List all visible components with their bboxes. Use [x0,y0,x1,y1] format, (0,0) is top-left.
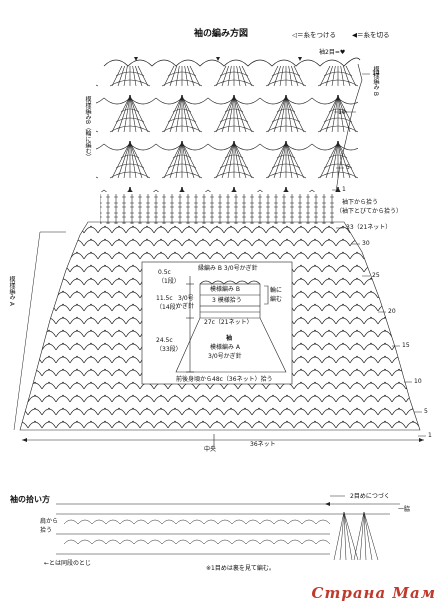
inset-dim-b: 11.5c [156,295,173,302]
inset-round-1: 輪に [270,287,283,294]
row-5-top: 5 [346,164,350,171]
pickup-bottom-note: ←とは同段のとじ [44,560,92,567]
row-14: 14 [372,70,380,77]
row-5: 5 [424,408,428,415]
inset-dim-c: 24.5c [156,337,173,344]
inset-needle1: 3/0号 [178,295,194,302]
inset-sleeve-title: 袖 [226,335,233,342]
row-1: 1 [428,432,432,439]
pickup-left-note1: 肩から [40,518,59,525]
inset-sleeve-sub1: 模様編み A [210,344,241,351]
row-25: 25 [372,272,380,279]
row-20: 20 [388,308,396,315]
inset-round-2: 編む [270,296,283,303]
join-markers [134,57,302,61]
legend-cut: ◀＝糸を切る [352,31,390,39]
pickup-chart [56,495,400,561]
pattern-a-label: 模様編み A [8,276,15,307]
diagram-title: 袖の編み方図 [194,29,249,39]
bottom-center-label: 中央 [204,446,217,453]
row-15: 15 [402,342,410,349]
inset-dim-a-rows: （1段） [158,278,180,285]
inset-sleeve-sub2: 3/0号かぎ針 [208,353,242,360]
inset-dim-a: 0.5c [158,269,171,276]
row-1-top: 1 [342,186,346,193]
pickup-note-right: 2目めにつづく [350,493,390,500]
sleeve-schematic [175,276,287,373]
row-33: 33（21ネット） [346,224,392,231]
inset-band-label: 3 模様拾う [212,297,242,304]
row-10-top: 10 [338,109,346,116]
inset-box [141,261,293,385]
legend-join: ◁＝糸をつける [292,31,336,39]
pickup-bottom-note2: ※1目めは裏を見て編む。 [206,565,275,572]
inset-width-label: 27c（21ネット） [204,319,253,326]
inset-dim-b-rows: （14段） [156,304,182,311]
pickup-left-note2: 拾う [40,527,53,534]
pickup-arrow-label: 一脇 [398,506,411,513]
watermark: Страна Мам [311,584,436,602]
pattern-b-label-left: 模様編みB（輪に編む） [84,96,91,161]
inset-bottom-label: 前後身頃から48c（36ネット）拾う [176,376,273,383]
sleeve-pickup-note1: 袖下から拾う [342,199,379,206]
pickup-title: 袖の拾い方 [10,495,50,504]
inset-mid-label: 模様編み B [210,286,241,293]
bottom-count-label: 36ネット [250,441,276,448]
sleeve-pickup-note2: （袖下とびてから拾う） [336,208,403,215]
row-30: 30 [362,240,370,247]
row-10: 10 [414,378,422,385]
pattern-b-label-right: 模様編み B [372,66,379,97]
top-note: 袖2目=♥ [319,49,346,56]
inset-needle1b: かぎ針 [176,303,195,310]
inset-top-label: 縁編み B 3/0号かぎ針 [198,265,258,272]
inset-dim-c-rows: （33段） [156,346,182,353]
